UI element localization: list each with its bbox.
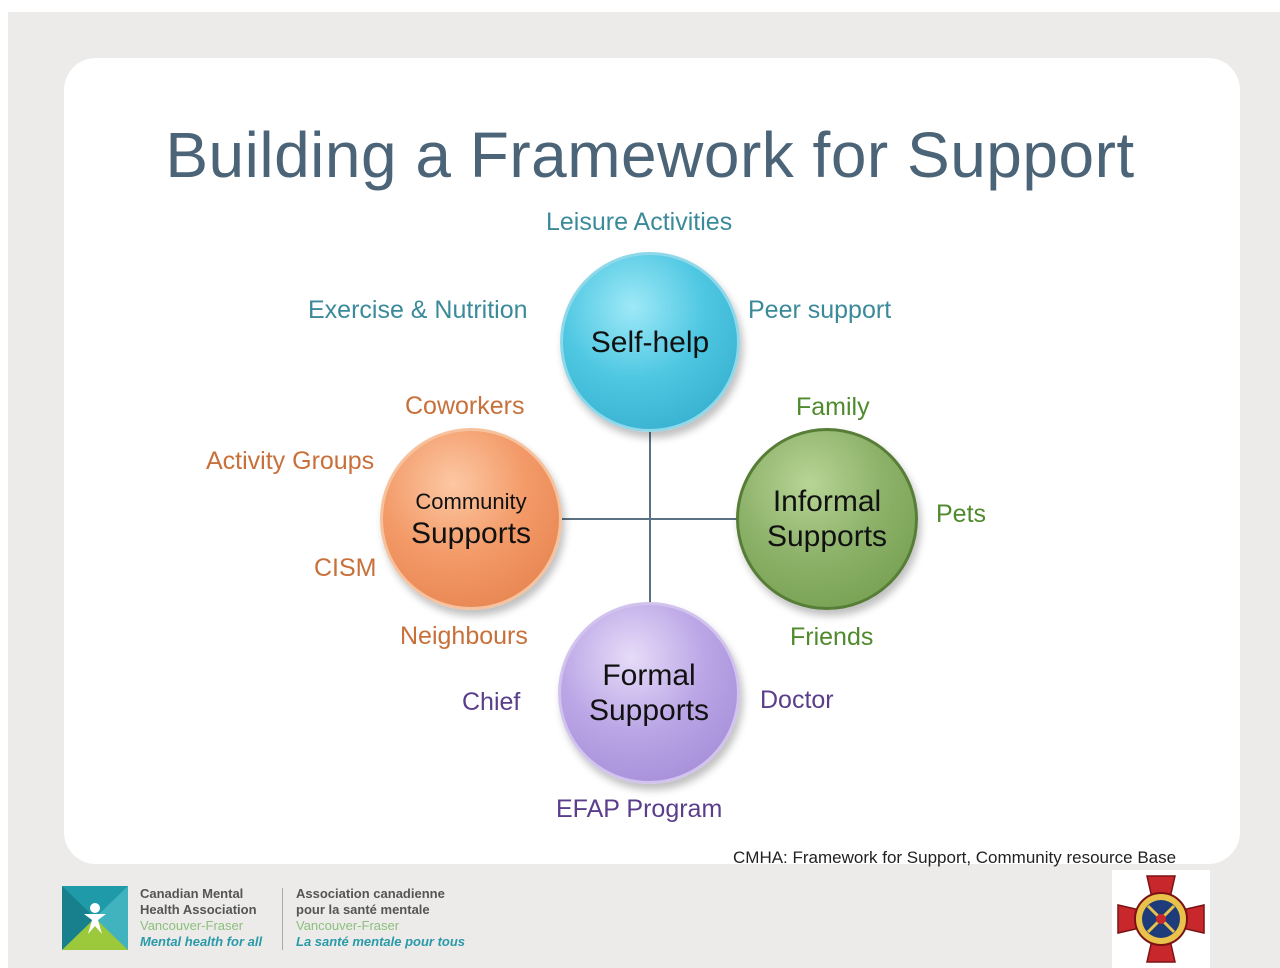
label-exercise-nutrition: Exercise & Nutrition — [308, 296, 528, 324]
label-chief: Chief — [462, 688, 521, 716]
community-supports-circle: Community Supports — [380, 428, 562, 610]
top-strip — [0, 0, 1280, 12]
cmha-en-line1: Canadian Mental — [140, 886, 244, 901]
formal-supports-line1: Formal — [602, 659, 696, 692]
cmha-fr-line1: Association canadienne — [296, 886, 445, 901]
community-supports-line2: Supports — [410, 516, 532, 550]
cmha-fr-tagline: La santé mentale pour tous — [296, 934, 466, 949]
cmha-french-block: Association canadienne pour la santé men… — [296, 886, 465, 950]
label-family: Family — [796, 393, 870, 421]
cmha-en-line3: Vancouver-Fraser — [140, 918, 244, 933]
label-efap-program: EFAP Program — [556, 795, 723, 823]
self-help-label: Self-help — [590, 325, 710, 359]
cmha-fr-line2: pour la santé mentale — [296, 902, 430, 917]
label-peer-support: Peer support — [748, 296, 892, 324]
label-doctor: Doctor — [760, 686, 834, 714]
label-friends: Friends — [790, 623, 874, 651]
slide-title: Building a Framework for Support — [165, 119, 1135, 191]
formal-supports-line2: Supports — [588, 694, 710, 727]
cmha-logo — [62, 886, 128, 950]
left-strip — [0, 0, 8, 968]
label-neighbours: Neighbours — [400, 622, 528, 650]
cmha-fr-line3: Vancouver-Fraser — [296, 918, 400, 933]
informal-supports-circle: Informal Supports — [736, 428, 918, 610]
citation-text: CMHA: Framework for Support, Community r… — [733, 848, 1177, 867]
label-pets: Pets — [936, 500, 987, 528]
label-leisure-activities: Leisure Activities — [546, 208, 733, 236]
cmha-en-tagline: Mental health for all — [140, 934, 263, 949]
label-cism: CISM — [314, 554, 377, 582]
cmha-en-line2: Health Association — [140, 902, 257, 917]
informal-supports-line1: Informal — [772, 485, 882, 518]
label-activity-groups: Activity Groups — [206, 447, 375, 475]
fire-rescue-badge-icon — [1117, 875, 1205, 963]
label-coworkers: Coworkers — [405, 392, 525, 420]
community-supports-line1: Community — [415, 488, 527, 514]
self-help-circle: Self-help — [560, 252, 740, 432]
cmha-english-block: Canadian Mental Health Association Vanco… — [140, 886, 262, 950]
informal-supports-line2: Supports — [766, 520, 888, 553]
cmha-divider — [282, 888, 283, 950]
formal-supports-circle: Formal Supports — [558, 602, 740, 784]
